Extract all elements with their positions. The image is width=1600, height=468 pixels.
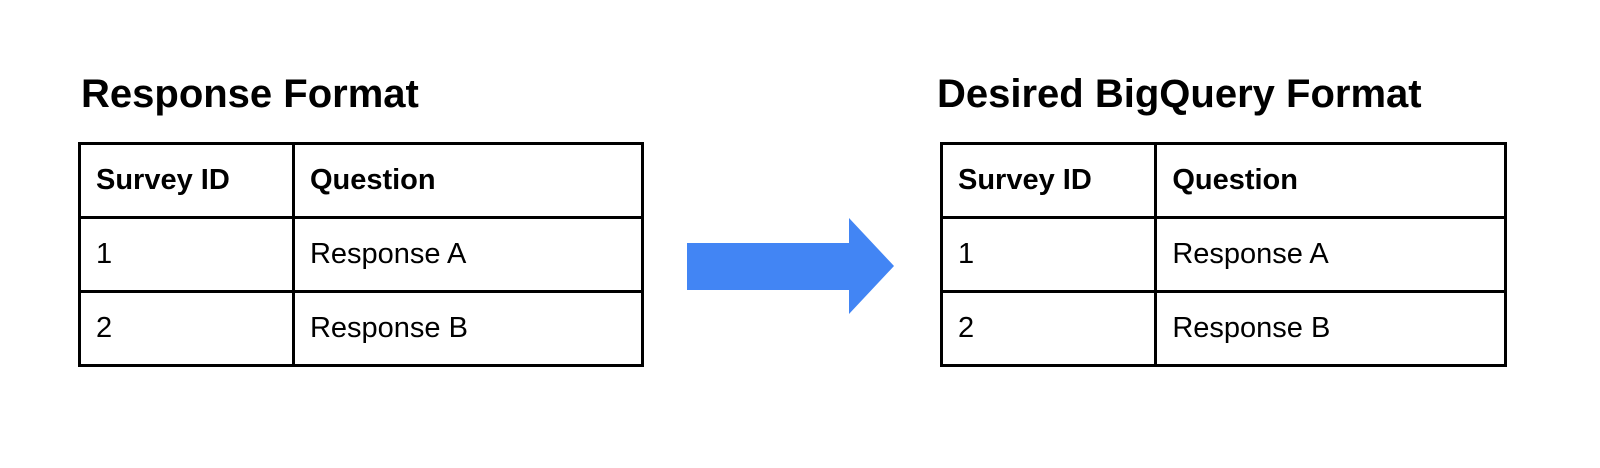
- table-cell-survey-id: 2: [78, 290, 295, 367]
- table-cell-question: Response A: [1154, 216, 1507, 293]
- table-cell-question: Response B: [1154, 290, 1507, 367]
- table-cell-survey-id: 1: [78, 216, 295, 293]
- table-cell-question: Response B: [291, 290, 645, 367]
- transform-arrow: [687, 218, 894, 314]
- response-format-table: Survey ID Question 1 Response A 2 Respon…: [78, 142, 645, 367]
- column-header-survey-id: Survey ID: [78, 142, 295, 219]
- table-row: 2 Response B: [939, 290, 1507, 367]
- right-arrow-icon: [687, 218, 894, 314]
- right-table-title: Desired BigQuery Format: [937, 72, 1422, 116]
- table-cell-survey-id: 2: [939, 290, 1158, 367]
- desired-bigquery-format-table: Survey ID Question 1 Response A 2 Respon…: [939, 142, 1507, 367]
- table-row: 1 Response A: [78, 216, 645, 293]
- header-row: Survey ID Question: [78, 142, 645, 219]
- column-header-question: Question: [1154, 142, 1507, 219]
- column-header-survey-id: Survey ID: [939, 142, 1158, 219]
- table-cell-question: Response A: [291, 216, 645, 293]
- header-row: Survey ID Question: [939, 142, 1507, 219]
- table-row: 2 Response B: [78, 290, 645, 367]
- column-header-question: Question: [291, 142, 645, 219]
- table-row: 1 Response A: [939, 216, 1507, 293]
- left-table-title: Response Format: [81, 72, 419, 116]
- right-arrow-shape: [687, 218, 894, 314]
- table-cell-survey-id: 1: [939, 216, 1158, 293]
